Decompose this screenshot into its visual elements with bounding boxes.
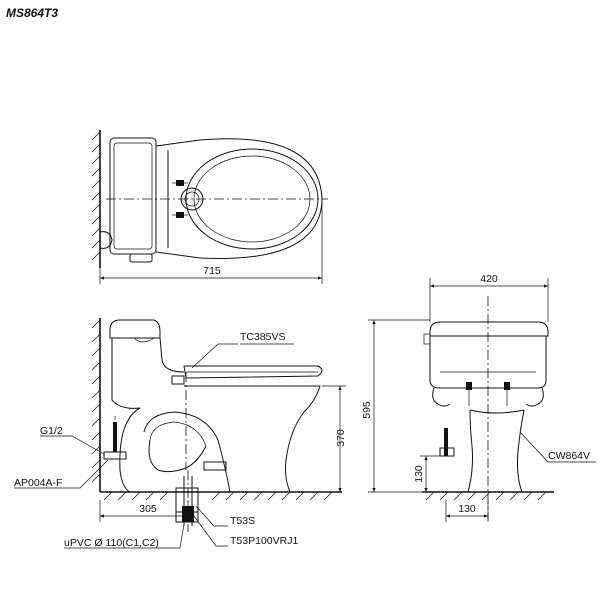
label-flange: T53S: [230, 515, 255, 527]
dim-supply-offset: 130: [458, 503, 476, 515]
label-supply: G1/2: [40, 425, 63, 437]
label-front-part: CW864V: [548, 450, 590, 462]
label-seat: TC385VS: [240, 331, 286, 343]
dim-rough-in: 305: [139, 503, 157, 515]
label-pipe: uPVC Ø 110(C1,C2): [64, 537, 159, 549]
front-view: 420 595 130 130 CW864V: [361, 273, 596, 522]
floor-hatch-side: [103, 491, 333, 501]
wall-hatch-side: [91, 319, 101, 483]
dim-seat-height: 370: [335, 429, 347, 447]
model-title: MS864T3: [6, 6, 58, 20]
label-connector: T53P100VRJ1: [230, 535, 298, 547]
dim-length: 715: [203, 265, 221, 277]
label-valve: AP004A-F: [14, 477, 62, 489]
floor-hatch-front: [425, 491, 547, 501]
side-view: 370 305 TC385VS G1/2 AP004A-F uPVC Ø 110…: [14, 318, 347, 549]
dim-supply-height: 130: [413, 465, 425, 483]
dim-height: 595: [361, 401, 373, 419]
dim-width: 420: [480, 273, 498, 285]
wall-hatch-top: [91, 131, 101, 261]
top-view: 715: [91, 130, 328, 284]
